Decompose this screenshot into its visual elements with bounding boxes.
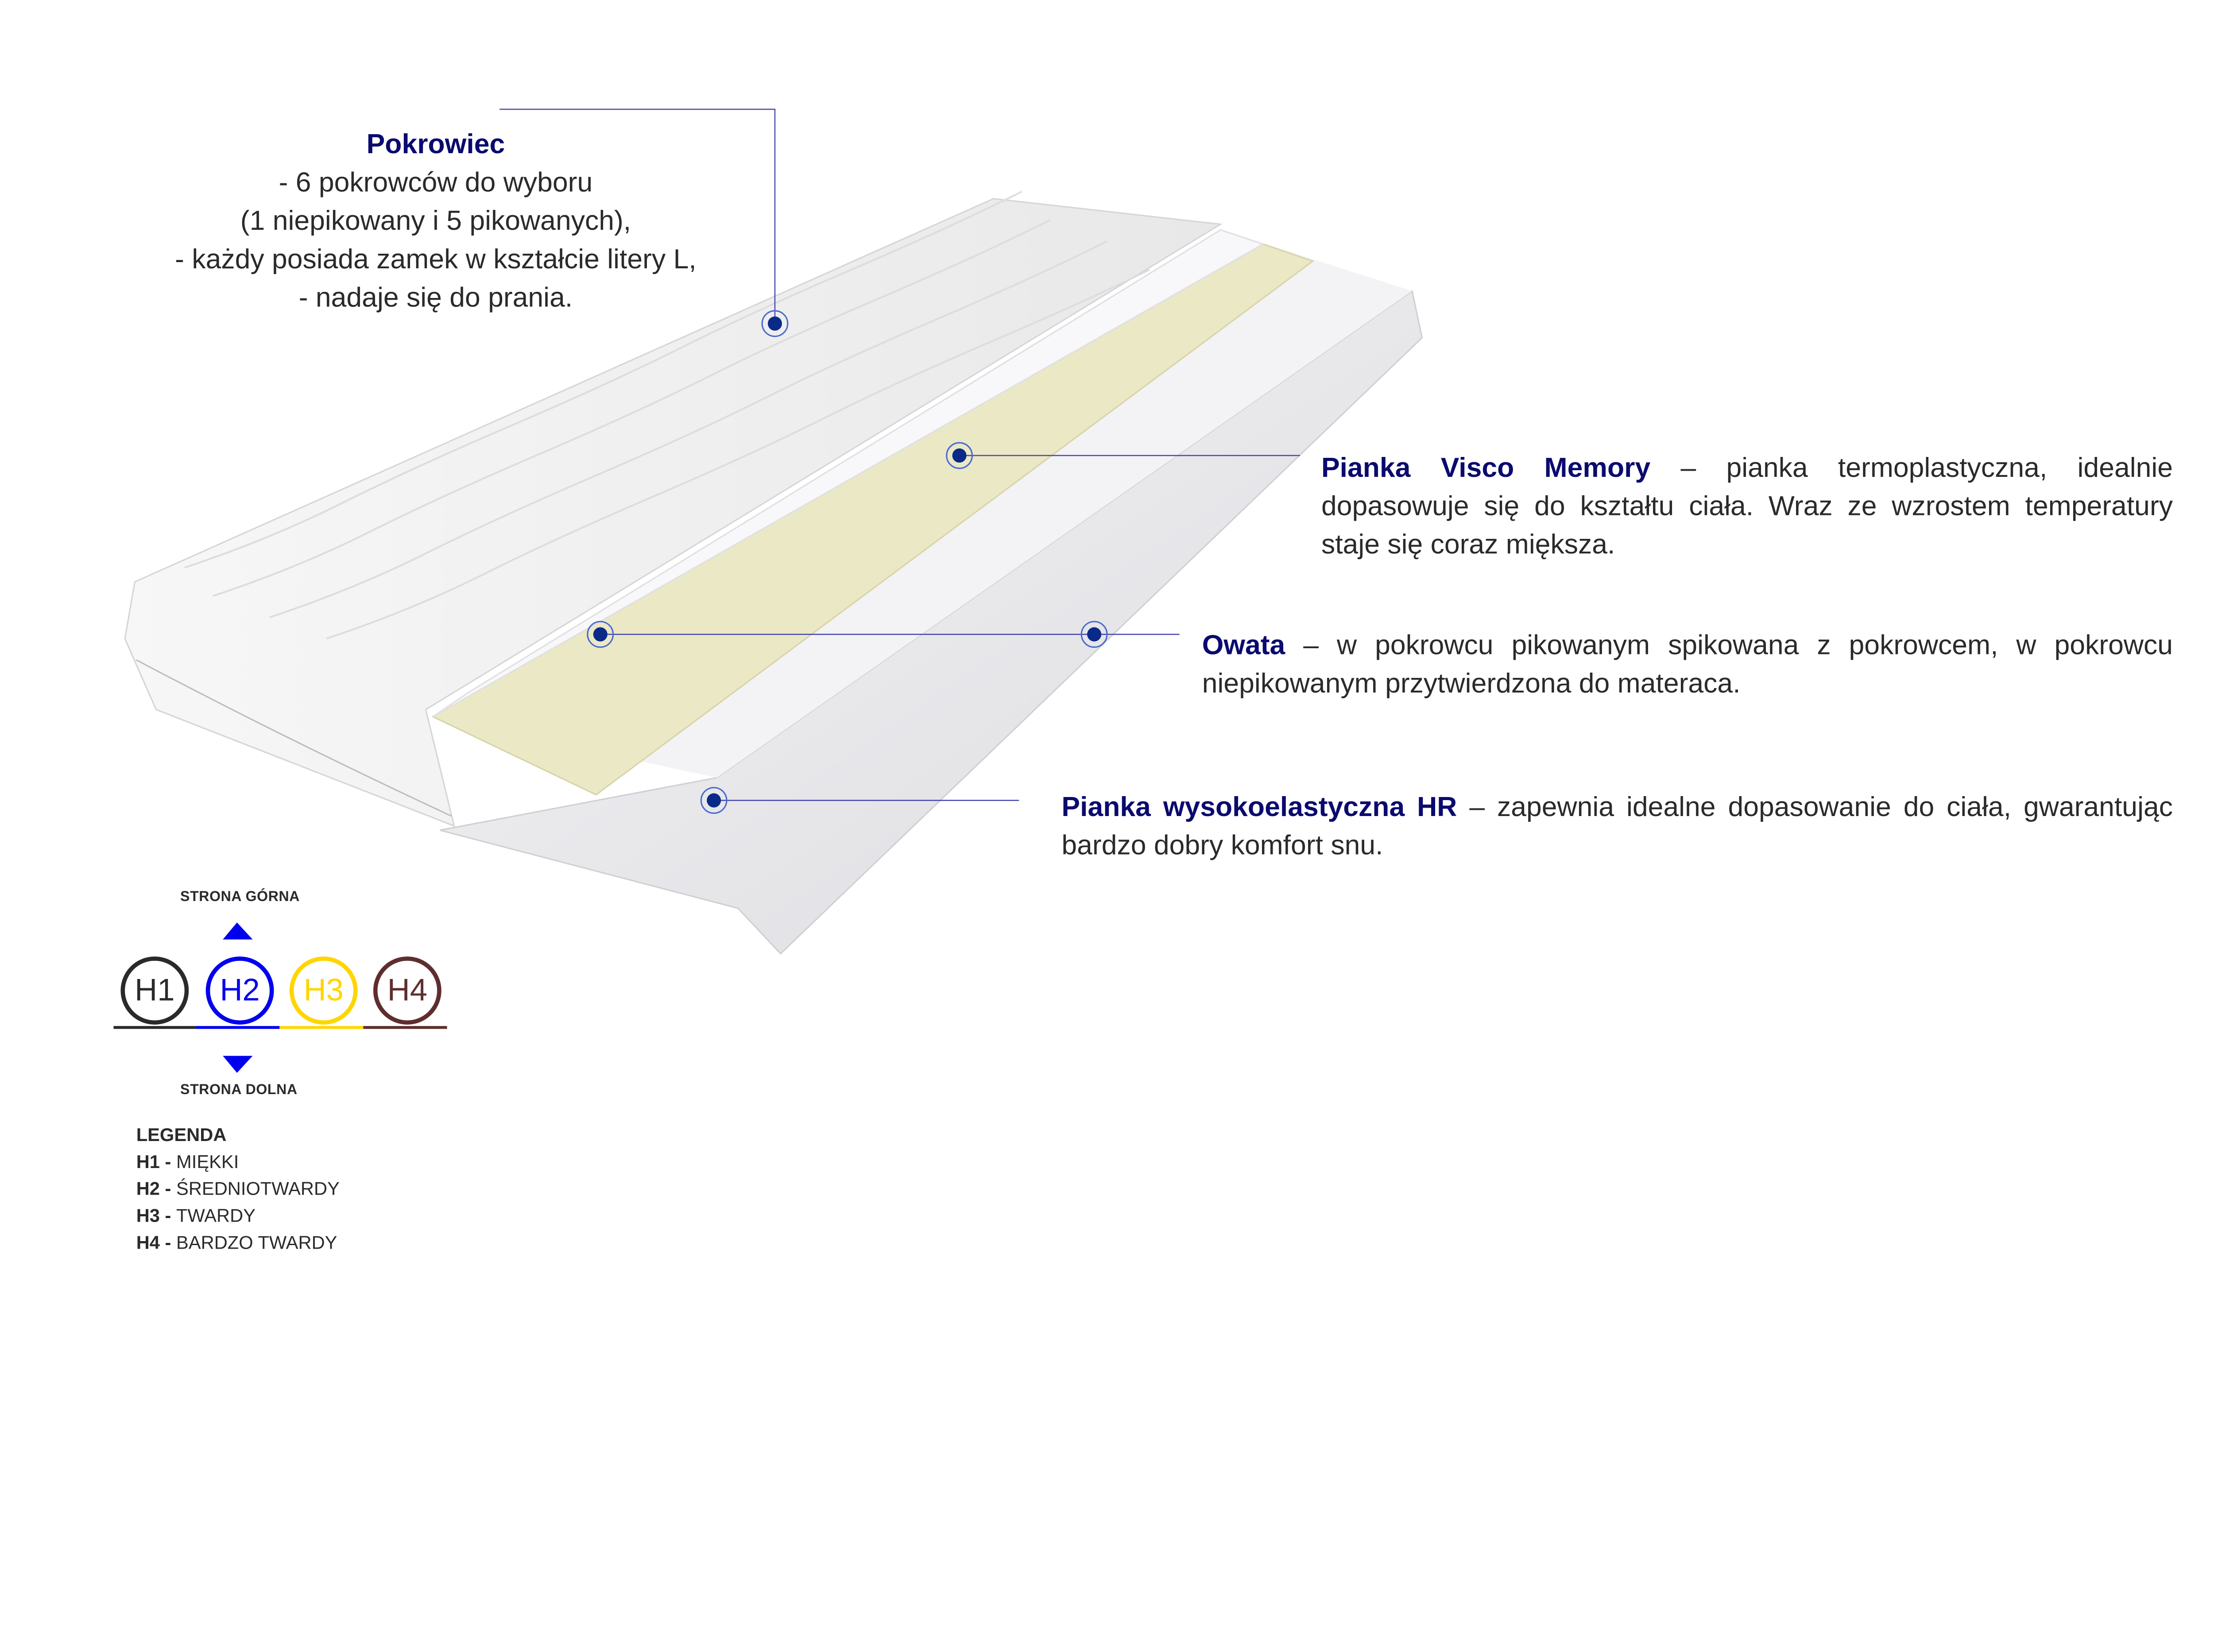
marker-icons (587, 310, 1108, 814)
hr-text: – zapewnia idealne dopasowanie do ciała,… (1061, 792, 2173, 862)
cover-line: - 6 pokrowców do wyboru (279, 167, 593, 199)
bottom-side-label: STRONA DOLNA (180, 1083, 298, 1099)
arrow-up-icon (223, 922, 253, 940)
legend-separator: - (159, 1232, 177, 1254)
target-marker-icon (946, 442, 973, 469)
legend-code: H2 (136, 1178, 160, 1199)
target-marker-icon (700, 787, 728, 814)
legend-label: MIĘKKI (176, 1151, 239, 1172)
visco-description: Pianka Visco Memory – pianka termoplasty… (1321, 450, 2173, 565)
hardness-h4: H4 (373, 956, 441, 1025)
target-marker-icon (1080, 621, 1108, 648)
owata-layer (432, 229, 1265, 717)
legend-item: H4 - BARDZO TWARDY (136, 1229, 337, 1256)
cover-line: - każdy posiada zamek w kształcie litery… (175, 244, 697, 275)
cover-title: Pokrowiec (366, 129, 505, 161)
legend-item: H3 - TWARDY (136, 1202, 255, 1229)
hardness-h2: H2 (205, 956, 274, 1025)
hr-description: Pianka wysokoelastyczna HR – zapewnia id… (1061, 789, 2173, 866)
owata-title: Owata (1202, 630, 1285, 662)
legend-separator: - (159, 1151, 177, 1172)
target-marker-icon (761, 310, 789, 337)
legend-label: TWARDY (176, 1205, 256, 1226)
legend-item: H2 - ŚREDNIOTWARDY (136, 1175, 340, 1202)
target-marker-icon (587, 621, 614, 648)
cover-zipper (135, 659, 452, 817)
hr-foam-front (440, 290, 1423, 955)
cover-line: (1 niepikowany i 5 pikowanych), (240, 205, 631, 237)
legend-item: H1 - MIĘKKI (136, 1148, 239, 1175)
legend-separator: - (159, 1178, 177, 1199)
arrow-down-icon (223, 1056, 253, 1073)
callout-lines (499, 108, 1300, 801)
visco-title: Pianka Visco Memory (1321, 453, 1651, 484)
cover-quilting (184, 190, 1150, 640)
hardness-h3: H3 (289, 956, 358, 1025)
hardness-h1: H1 (120, 956, 189, 1025)
legend-label: ŚREDNIOTWARDY (176, 1178, 340, 1199)
hr-title: Pianka wysokoelastyczna HR (1061, 792, 1457, 823)
legend-code: H1 (136, 1151, 160, 1172)
visco-text: – pianka termoplastyczna, idealnie dopas… (1321, 453, 2173, 561)
owata-text: – w pokrowcu pikowanym spikowana z pokro… (1202, 630, 2173, 700)
top-side-label: STRONA GÓRNA (180, 890, 300, 905)
legend-separator: - (159, 1205, 177, 1226)
legend-code: H3 (136, 1205, 160, 1226)
legend-code: H4 (136, 1232, 160, 1254)
cover (124, 198, 1223, 827)
cover-description: Pokrowiec - 6 pokrowców do wyboru (1 nie… (142, 126, 730, 318)
cover-line: - nadaje się do prania. (298, 282, 573, 314)
owata-description: Owata – w pokrowcu pikowanym spikowana z… (1202, 627, 2173, 704)
legend-label: BARDZO TWARDY (176, 1232, 337, 1254)
legend-title: LEGENDA (136, 1124, 227, 1145)
